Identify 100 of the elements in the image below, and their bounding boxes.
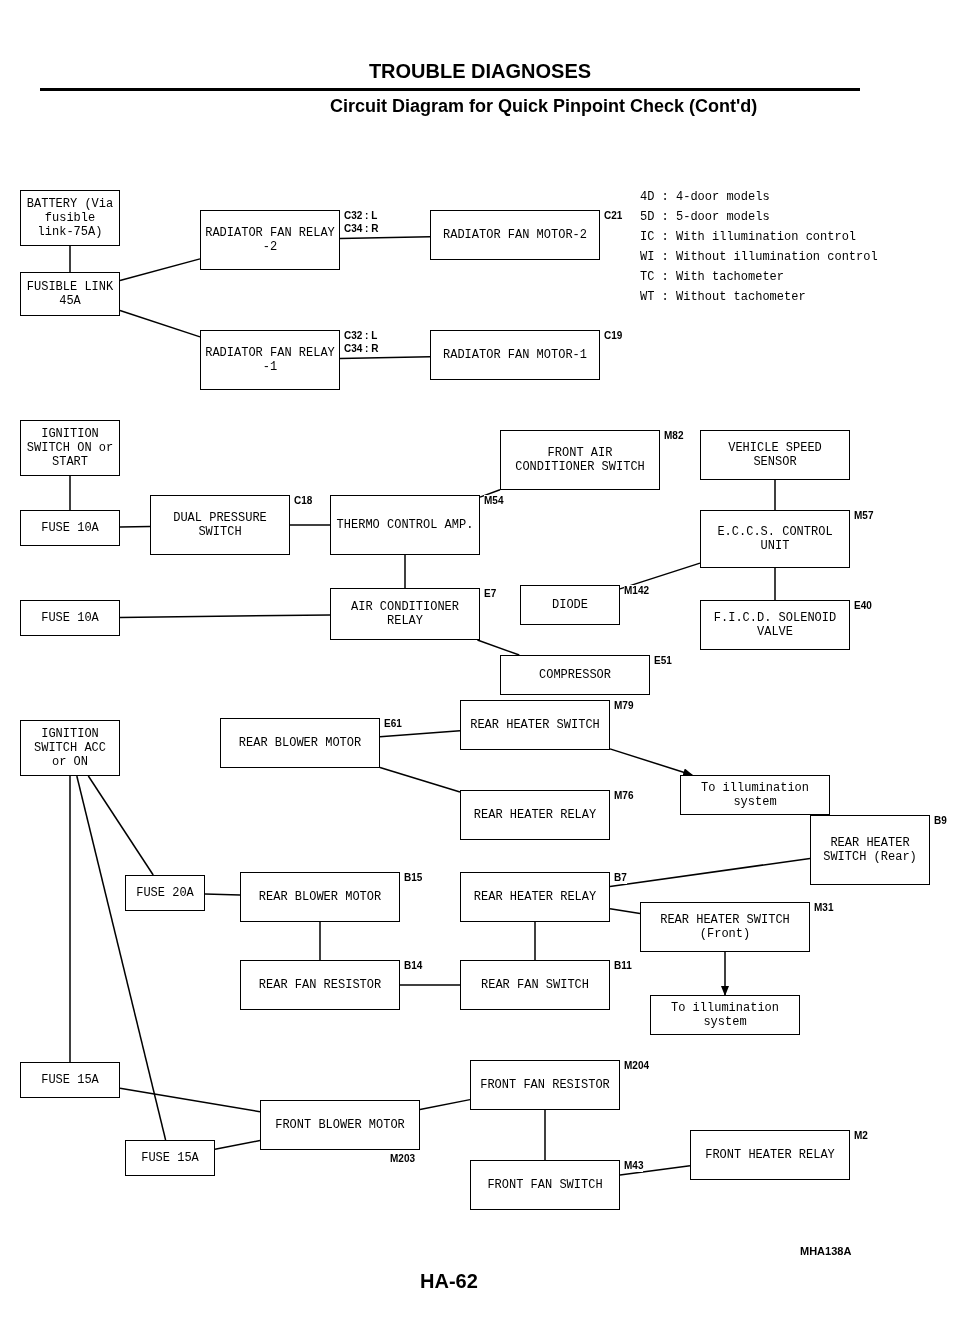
wire [69,475,71,511]
component-name: F.I.C.D. SOLENOID VALVE [712,611,838,639]
wire [774,567,776,601]
resistor-box [470,1060,620,1110]
compressor-box [500,655,650,695]
wire [399,984,461,986]
wire [419,1098,471,1111]
wire [319,921,321,961]
subheading: Circuit Diagram for Quick Pinpoint Check (Cont'd) [330,96,758,117]
motor-box [430,210,600,260]
relay-box [200,330,340,390]
component-name: FUSE 20A [136,886,194,900]
wire [609,857,811,888]
connector-code: B15 [404,872,423,884]
component-name: DUAL PRESSURE SWITCH [172,511,268,539]
arrow [609,748,694,777]
connector-code: M79 [614,700,634,712]
wire [609,908,641,915]
fuse-box [20,600,120,636]
solenoid-valve-box [700,600,850,650]
wire [619,562,701,590]
motor-box [240,872,400,922]
connector-code: B14 [404,960,423,972]
legend-note: WT : Without tachometer [640,290,806,304]
component-name: DIODE [552,598,588,612]
connector-code: C34 : R [344,223,379,235]
component-name: RADIATOR FAN RELAY -2 [205,226,335,254]
wire [479,488,501,498]
connector-code: C19 [604,330,623,342]
connector-code: C18 [294,495,313,507]
diode-box [520,585,620,625]
wire [87,775,154,876]
connector-code: E7 [484,588,497,600]
component-name: FRONT BLOWER MOTOR [275,1118,405,1132]
component-name: IGNITION SWITCH ON or START [25,427,115,469]
switch-box [470,1160,620,1210]
wire [534,921,536,961]
component-name: REAR HEATER RELAY [473,808,597,822]
motor-box [220,718,380,768]
motor-box [430,330,600,380]
connector-code: C21 [604,210,623,222]
connector-code: E40 [854,600,872,612]
connector-code: B9 [934,815,947,827]
connector-code: C34 : R [344,343,379,355]
legend-note: WI : Without illumination control [640,250,878,264]
wire [476,639,520,656]
connector-code: M57 [854,510,874,522]
wire [214,1139,261,1150]
relay-box [460,790,610,840]
component-name: REAR FAN SWITCH [481,978,589,992]
component-name: RADIATOR FAN MOTOR-1 [443,348,587,362]
battery-label-box [20,190,120,246]
relay-box [690,1130,850,1180]
component-name: FUSE 10A [41,611,99,625]
component-name: COMPRESSOR [539,668,611,682]
wire [404,554,406,589]
motor-box [260,1100,420,1150]
component-name: BATTERY (Via fusible link-75A) [25,197,115,239]
sensor-box [700,430,850,480]
relay-box [200,210,340,270]
wire [774,479,776,511]
legend-note: TC : With tachometer [640,270,785,284]
component-name: FRONT FAN RESISTOR [480,1078,610,1092]
component-name: IGNITION SWITCH ACC or ON [33,727,107,769]
connector-code: M76 [614,790,634,802]
wire [119,525,151,528]
connector-code: B7 [614,872,627,884]
component-name: REAR BLOWER MOTOR [258,890,382,904]
switch-box [460,960,610,1010]
component-name: E.C.C.S. CONTROL UNIT [716,525,834,553]
component-name: THERMO CONTROL AMP. [336,518,474,532]
fuse-box [125,1140,215,1176]
connector-code: M82 [664,430,684,442]
component-name: REAR BLOWER MOTOR [238,736,362,750]
component-name: RADIATOR FAN MOTOR-2 [443,228,587,242]
ignition-switch-label-box [20,420,120,476]
connector-code: M54 [484,495,504,507]
component-name: REAR FAN RESISTOR [258,978,382,992]
wire [339,236,431,240]
legend-note: 5D : 5-door models [640,210,770,224]
wire [119,614,331,619]
component-name: REAR HEATER SWITCH (Front) [659,913,791,941]
connector-code: M203 [390,1153,415,1165]
relay-box [460,872,610,922]
component-name: REAR HEATER SWITCH (Rear) [822,836,918,864]
wire [204,893,241,896]
switch-box [460,700,610,750]
control-unit-box [700,510,850,568]
wire [289,524,331,526]
page-heading: TROUBLE DIAGNOSES [367,60,593,83]
connector-code: M43 [624,1160,644,1172]
component-name: FUSE 15A [141,1151,199,1165]
legend-note: 4D : 4-door models [640,190,770,204]
component-name: FUSIBLE LINK 45A [25,280,115,308]
component-name: FUSE 10A [41,521,99,535]
wire [339,356,431,360]
connector-code: B11 [614,960,632,972]
wire [69,775,71,1063]
component-name: RADIATOR FAN RELAY -1 [205,346,335,374]
component-name: FRONT HEATER RELAY [705,1148,835,1162]
